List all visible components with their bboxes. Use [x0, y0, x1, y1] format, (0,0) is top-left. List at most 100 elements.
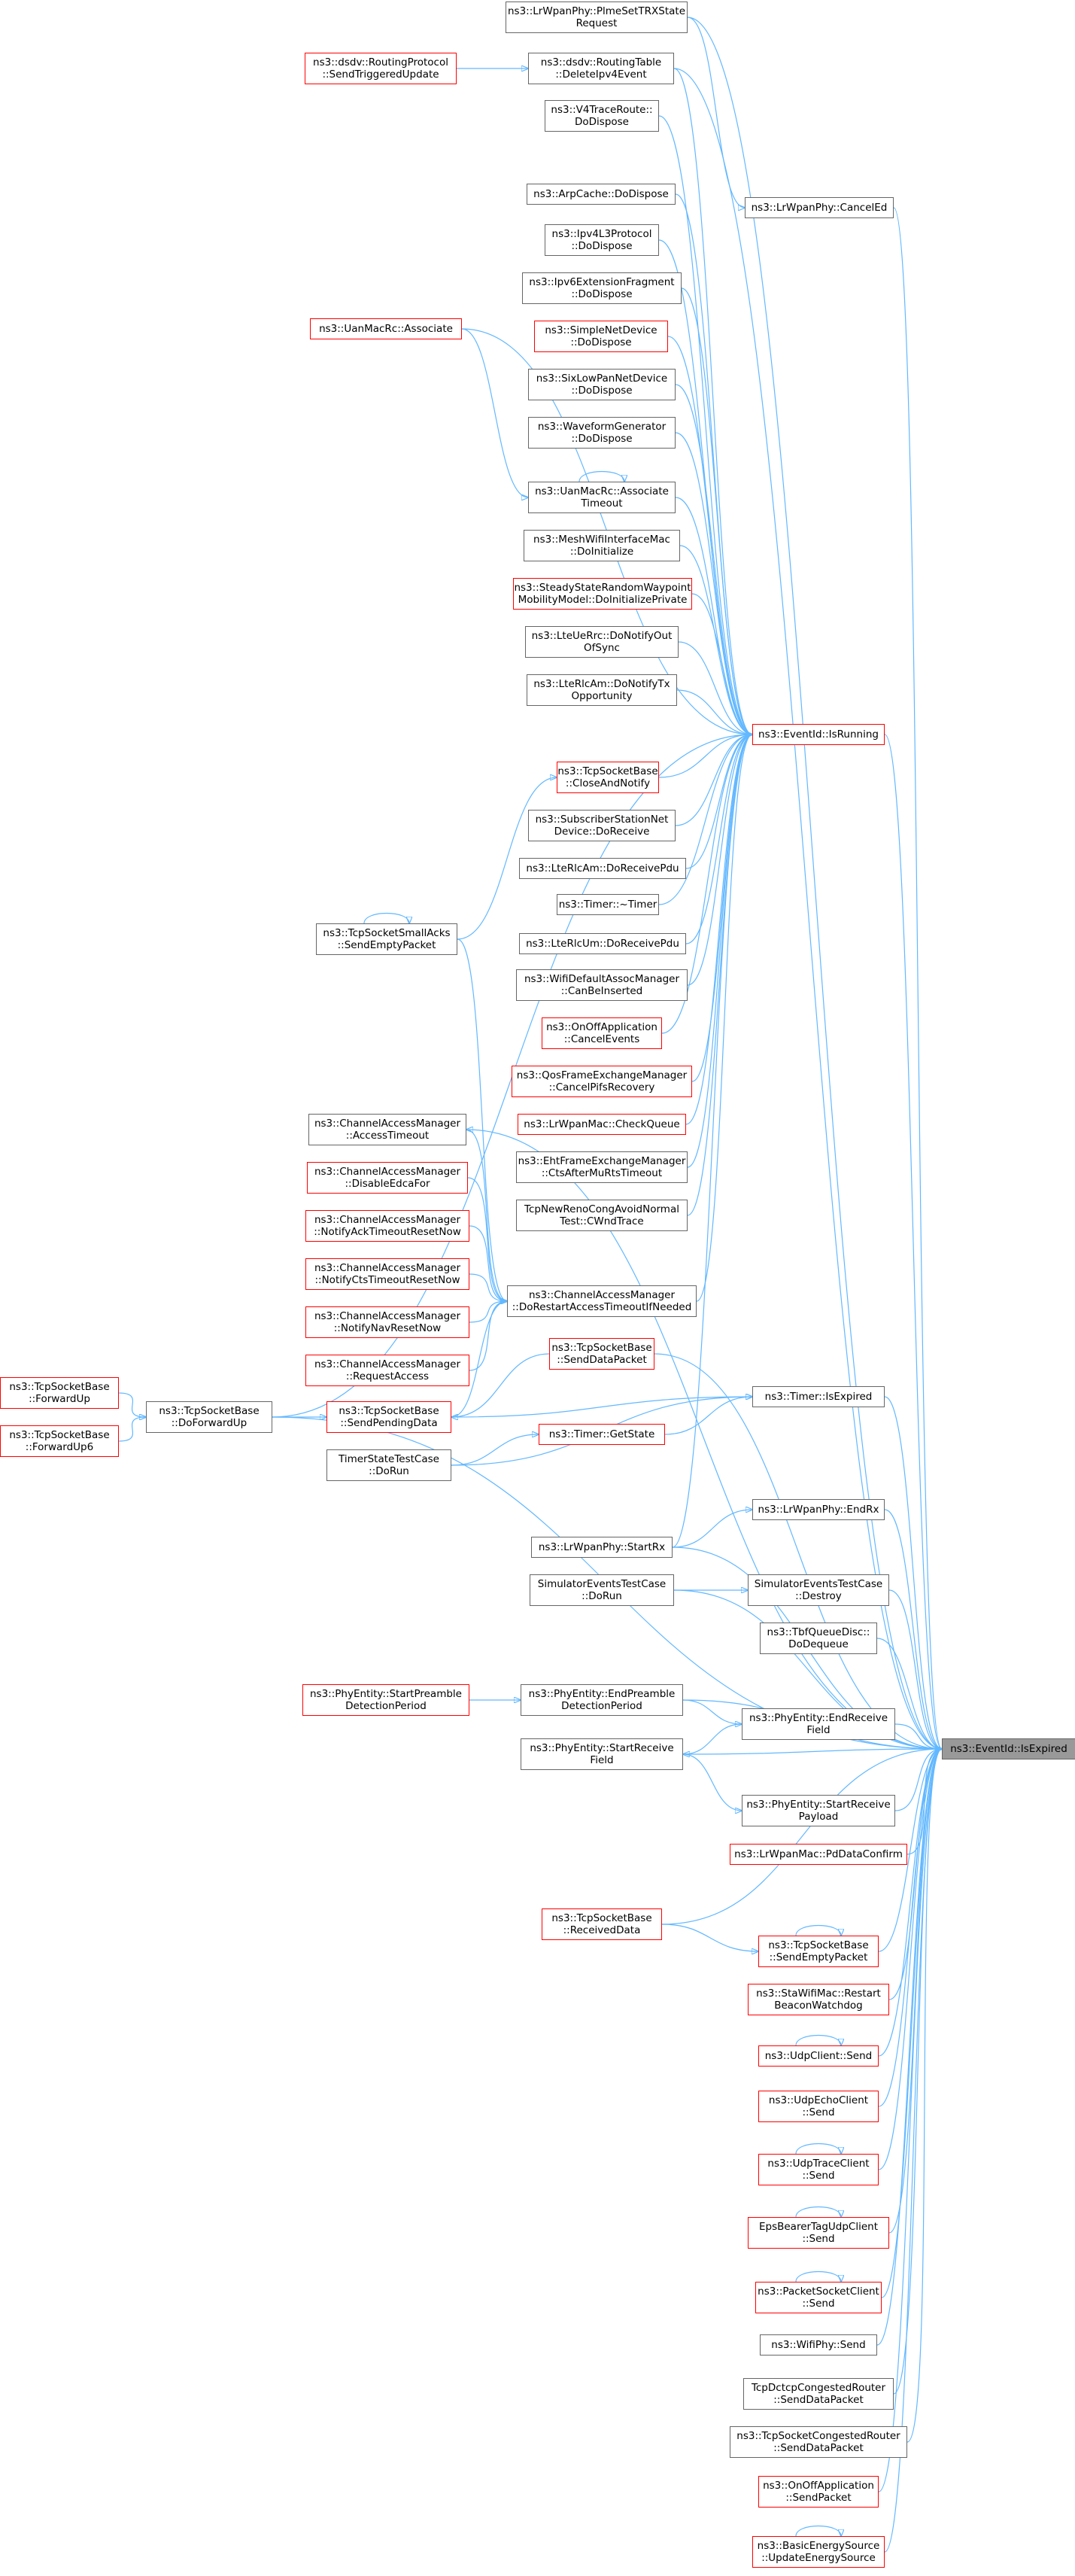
node-label-line: ns3::WifiDefaultAssocManager	[524, 973, 680, 985]
node-lterlcam-doreceivepdu[interactable]: ns3::LteRlcAm::DoReceivePdu	[519, 858, 686, 879]
call-edge	[457, 777, 557, 940]
call-edge	[661, 734, 752, 1034]
node-tcpsocketbase-senddatapacket[interactable]: ns3::TcpSocketBase::SendDataPacket	[549, 1338, 654, 1370]
node-tcpsocketbase-doforwardup[interactable]: ns3::TcpSocketBase::DoForwardUp	[146, 1401, 272, 1433]
node-tcpsocketbase-forwardup6[interactable]: ns3::TcpSocketBase::ForwardUp6	[0, 1425, 119, 1457]
call-edge	[881, 1749, 942, 2298]
node-udpechoclient-send[interactable]: ns3::UdpEchoClient::Send	[758, 2091, 879, 2122]
node-dsdv-routingprotocol-sendtriggeredupdate[interactable]: ns3::dsdv::RoutingProtocol::SendTriggere…	[305, 53, 457, 84]
node-tcpsocketbase-receiveddata[interactable]: ns3::TcpSocketBase::ReceivedData	[542, 1908, 662, 1940]
node-label-line: ::CtsAfterMuRtsTimeout	[541, 1167, 663, 1179]
node-basicenergysource-updateenergysource[interactable]: ns3::BasicEnergySource::UpdateEnergySour…	[752, 2536, 885, 2568]
call-edge	[683, 1723, 742, 1754]
node-tcpsocketbase-forwardup[interactable]: ns3::TcpSocketBase::ForwardUp	[0, 1377, 119, 1409]
node-timerstatetestcase-dorun[interactable]: TimerStateTestCase::DoRun	[326, 1449, 451, 1481]
node-lrwpanphy-startrx[interactable]: ns3::LrWpanPhy::StartRx	[531, 1537, 673, 1558]
call-edge	[469, 1273, 507, 1301]
call-edge	[888, 1589, 942, 1749]
node-lrwpanphy-endrx[interactable]: ns3::LrWpanPhy::EndRx	[752, 1499, 885, 1520]
node-label-line: ns3::SteadyStateRandomWaypoint	[514, 582, 691, 594]
node-label-line: ::SendTriggeredUpdate	[322, 68, 439, 81]
node-lrwpanphy-canceled[interactable]: ns3::LrWpanPhy::CancelEd	[745, 197, 894, 218]
node-label-line: ns3::TcpSocketBase	[9, 1429, 110, 1441]
node-onoffapplication-sendpacket[interactable]: ns3::OnOffApplication::SendPacket	[758, 2476, 879, 2508]
node-tbfqueuedisc-dodequeue[interactable]: ns3::TbfQueueDisc::DoDequeue	[760, 1623, 877, 1654]
node-channelaccessmanager-notifyctstimeoutresetnow[interactable]: ns3::ChannelAccessManager::NotifyCtsTime…	[305, 1258, 469, 1290]
call-edge	[661, 1749, 942, 1925]
node-lrwpanmac-checkqueue[interactable]: ns3::LrWpanMac::CheckQueue	[518, 1114, 686, 1135]
node-label-line: ns3::V4TraceRoute::	[551, 104, 653, 116]
node-label-line: ::SendPacket	[785, 2492, 852, 2504]
node-label-line: ::NotifyCtsTimeoutResetNow	[314, 1274, 460, 1286]
call-edge	[673, 68, 752, 734]
node-label-line: ns3::LrWpanPhy::PlmeSetTRXState	[507, 5, 686, 17]
call-edge	[687, 17, 745, 208]
node-wifidefaultassocmanager-canbeinserted[interactable]: ns3::WifiDefaultAssocManager::CanBeInser…	[516, 969, 688, 1001]
node-ehtframeexchangemanager-ctsaftermurtstimeout[interactable]: ns3::EhtFrameExchangeManager::CtsAfterMu…	[516, 1151, 688, 1183]
node-lrwpanmac-pddataconfirm[interactable]: ns3::LrWpanMac::PdDataConfirm	[730, 1844, 907, 1865]
node-packetsocketclient-send[interactable]: ns3::PacketSocketClient::Send	[755, 2282, 882, 2313]
node-tcpsocketbase-closeandnotify[interactable]: ns3::TcpSocketBase::CloseAndNotify	[557, 762, 659, 793]
node-ipv6extensionfragment-dodispose[interactable]: ns3::Ipv6ExtensionFragment::DoDispose	[522, 272, 682, 304]
node-simulatoreventstestcase-destroy[interactable]: SimulatorEventsTestCase::Destroy	[748, 1574, 889, 1606]
node-simplenetdevice-dodispose[interactable]: ns3::SimpleNetDevice::DoDispose	[534, 321, 668, 352]
node-label-line: ::SendDataPacket	[773, 2394, 864, 2406]
node-label-line: ns3::LteRlcAm::DoNotifyTx	[533, 678, 670, 690]
node-eventid-isrunning[interactable]: ns3::EventId::IsRunning	[752, 724, 885, 745]
node-label-line: ns3::ChannelAccessManager	[528, 1289, 676, 1301]
node-meshwifiinterfacemac-doinitialize[interactable]: ns3::MeshWifiInterfaceMac::DoInitialize	[524, 530, 680, 561]
node-dsdv-routingtable-deleteipv4event[interactable]: ns3::dsdv::RoutingTable::DeleteIpv4Event	[528, 53, 674, 84]
node-tcpdctcpcongestedrouter-senddatapacket[interactable]: TcpDctcpCongestedRouter::SendDataPacket	[743, 2378, 894, 2410]
node-label-line: ::DoDispose	[571, 433, 633, 445]
node-sixlowpannetdevice-dodispose[interactable]: ns3::SixLowPanNetDevice::DoDispose	[528, 369, 676, 400]
node-udptraceclient-send[interactable]: ns3::UdpTraceClient::Send	[758, 2154, 879, 2185]
node-label-line: ::DoRun	[582, 1590, 622, 1602]
node-onoffapplication-cancelevents[interactable]: ns3::OnOffApplication::CancelEvents	[542, 1017, 662, 1049]
node-udpclient-send[interactable]: ns3::UdpClient::Send	[758, 2045, 879, 2067]
call-edge	[681, 287, 752, 734]
node-label-line: SimulatorEventsTestCase	[537, 1578, 667, 1590]
node-wifiphy-send[interactable]: ns3::WifiPhy::Send	[760, 2334, 877, 2356]
node-tcpsocketsmallacks-sendemptypacket[interactable]: ns3::TcpSocketSmallAcks::SendEmptyPacket	[316, 923, 457, 955]
node-label-line: ns3::UdpEchoClient	[768, 2094, 869, 2106]
node-channelaccessmanager-dorestartaccesstimeoutifneeded[interactable]: ns3::ChannelAccessManager::DoRestartAcce…	[507, 1285, 697, 1317]
node-timer-timer[interactable]: ns3::Timer::~Timer	[557, 894, 659, 915]
call-edge	[675, 384, 752, 734]
node-channelaccessmanager-requestaccess[interactable]: ns3::ChannelAccessManager::RequestAccess	[305, 1355, 469, 1386]
node-qosframeexchangemanager-cancelpifsrecovery[interactable]: ns3::QosFrameExchangeManager::CancelPifs…	[512, 1066, 692, 1097]
node-label-line: ::Send	[802, 2106, 835, 2118]
call-edge	[687, 734, 752, 1168]
node-uanmacrc-associate[interactable]: ns3::UanMacRc::Associate	[310, 318, 462, 339]
node-waveformgenerator-dodispose[interactable]: ns3::WaveformGenerator::DoDispose	[528, 417, 676, 449]
node-ipv4l3protocol-dodispose[interactable]: ns3::Ipv4L3Protocol::DoDispose	[545, 224, 659, 256]
node-tcpsocketcongestedrouter-senddatapacket[interactable]: ns3::TcpSocketCongestedRouter::SendDataP…	[730, 2426, 907, 2458]
node-timer-getstate[interactable]: ns3::Timer::GetState	[539, 1424, 665, 1445]
node-epsbearertagudpclient-send[interactable]: EpsBearerTagUdpClient::Send	[748, 2217, 889, 2249]
node-channelaccessmanager-notifynavresetnow[interactable]: ns3::ChannelAccessManager::NotifyNavRese…	[305, 1306, 469, 1338]
call-edge	[661, 1924, 758, 1951]
node-channelaccessmanager-notifyacktimeoutresetnow[interactable]: ns3::ChannelAccessManager::NotifyAckTime…	[305, 1210, 469, 1242]
node-channelaccessmanager-accesstimeout[interactable]: ns3::ChannelAccessManager::AccessTimeout	[308, 1114, 466, 1145]
node-arpcache-dodispose[interactable]: ns3::ArpCache::DoDispose	[527, 184, 676, 205]
node-v4traceroute-dodispose[interactable]: ns3::V4TraceRoute::DoDispose	[545, 100, 659, 132]
node-lterlcum-doreceivepdu[interactable]: ns3::LteRlcUm::DoReceivePdu	[519, 933, 686, 954]
node-tcpsocketbase-sendpendingdata[interactable]: ns3::TcpSocketBase::SendPendingData	[326, 1401, 451, 1433]
node-simulatoreventstestcase-dorun[interactable]: SimulatorEventsTestCase::DoRun	[530, 1574, 674, 1606]
node-tcpsocketbase-sendemptypacket[interactable]: ns3::TcpSocketBase::SendEmptyPacket	[758, 1936, 879, 1967]
node-channelaccessmanager-disableedcafor[interactable]: ns3::ChannelAccessManager::DisableEdcaFo…	[307, 1162, 468, 1194]
node-timer-isexpired[interactable]: ns3::Timer::IsExpired	[752, 1386, 885, 1407]
node-label-line: ::Send	[802, 2170, 835, 2182]
